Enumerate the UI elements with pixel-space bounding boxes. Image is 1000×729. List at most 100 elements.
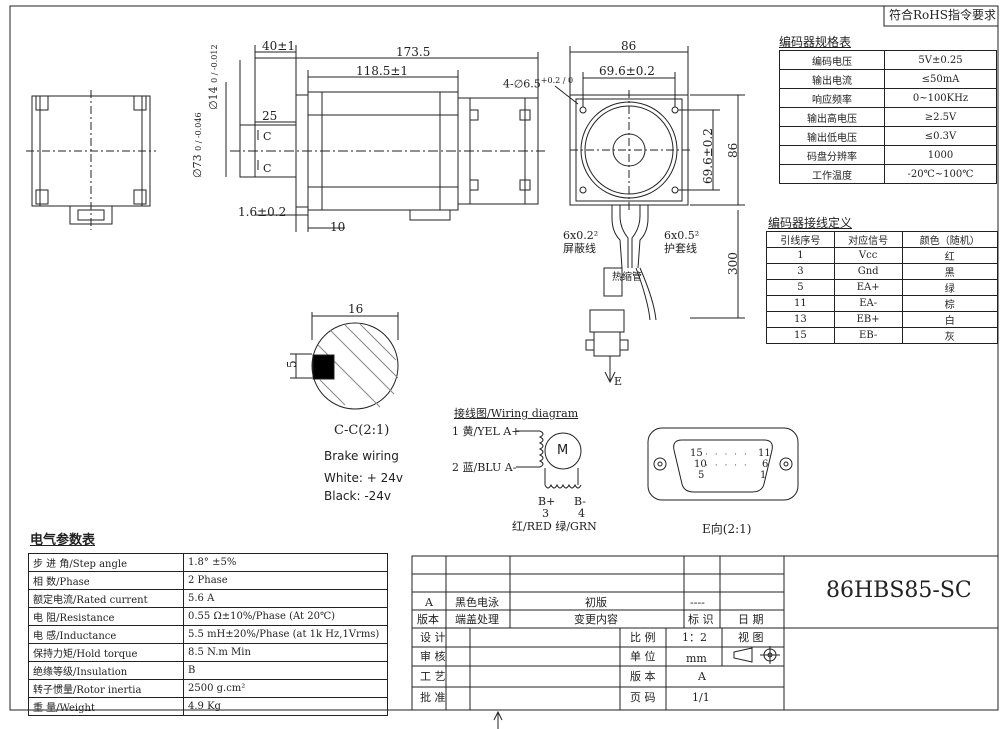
keyway: [312, 354, 335, 380]
motor-symbol: M: [557, 443, 569, 458]
dim-hole-pitch-v: 69.6±0.2: [701, 128, 715, 184]
section-mark-bottom: C: [263, 162, 272, 175]
val-page: 1/1: [692, 691, 710, 704]
front-view: [554, 46, 745, 384]
lbl-unit: 单 位: [630, 650, 656, 663]
pin-dots-2: · · · · ·: [705, 461, 749, 471]
title-block-lines: [411, 555, 999, 711]
enc-spec-title: 编码器规格表: [779, 35, 852, 49]
dim-frame-width: 86: [621, 39, 637, 53]
val-scale: 1：2: [682, 631, 707, 644]
hdr-date: 日 期: [738, 613, 764, 626]
side-view: [225, 45, 545, 232]
wire-b-plus-no: 3: [542, 507, 549, 520]
lbl-ver: 版 本: [630, 670, 656, 683]
view-arrow-e: E: [614, 375, 623, 388]
table-row: 输出低电压≤0.3V: [779, 126, 997, 146]
dim-key-width: 16: [348, 302, 364, 316]
dim-key-depth: 5: [285, 360, 299, 368]
cable-jacket-label: 护套线: [664, 242, 697, 255]
cable-shield-label: 屏蔽线: [563, 242, 596, 255]
dim-total-length: 173.5: [396, 45, 431, 59]
cable-shield-spec: 6x0.2²: [563, 229, 599, 242]
rear-view: [26, 90, 156, 230]
lbl-process: 工 艺: [420, 670, 446, 683]
heat-shrink-label: 热缩管: [612, 272, 642, 283]
cable-jacket-spec: 6x0.5²: [664, 229, 700, 242]
rev-a-change: 初版: [585, 596, 607, 609]
table-row: 输出电流≤50mA: [779, 69, 997, 89]
rev-a-desc: 黑色电泳: [455, 596, 499, 609]
connector-label: E向(2:1): [702, 522, 752, 536]
brake-white: White: + 24v: [324, 471, 403, 485]
dim-frame-height: 86: [726, 142, 740, 158]
table-row: 输出高电压≥2.5V: [779, 107, 997, 127]
wire-a-minus: 2 蓝/BLU A-: [452, 461, 517, 474]
wiring-diagram: [516, 430, 582, 489]
hdr-version: 版本: [417, 613, 439, 626]
pin-dots: · · · · ·: [705, 450, 749, 460]
dim-flange-thickness: 1.6±0.2: [238, 205, 287, 219]
dim-hole-pitch-h: 69.6±0.2: [599, 64, 655, 78]
hdr-version-desc: 端盖处理: [455, 613, 499, 626]
enc-wire-title: 编码器接线定义: [768, 216, 853, 230]
lbl-scale: 比 例: [630, 631, 656, 644]
dim-shaft-diameter: ∅14 0 / -0.012: [207, 44, 220, 110]
wire-b-minus: B-: [574, 495, 587, 508]
model-number: 86HBS85-SC: [826, 578, 972, 603]
section-mark-top: C: [263, 130, 272, 143]
dim-body-length: 118.5±1: [356, 64, 409, 78]
dim-key-length: 25: [262, 109, 278, 123]
table-row: 工作温度-20℃~100℃: [779, 164, 997, 184]
wire-b-colors: 红/RED 绿/GRN: [512, 520, 597, 533]
lbl-review: 审 核: [420, 650, 446, 663]
wiring-title: 接线图/Wiring diagram: [454, 407, 579, 420]
elec-title: 电气参数表: [30, 533, 96, 548]
section-cc: [290, 312, 399, 410]
lbl-view: 视 图: [738, 631, 764, 644]
rev-a-dash: ----: [690, 596, 705, 609]
connector-e-view: [647, 427, 799, 501]
val-ver: A: [698, 670, 706, 683]
wire-b-plus: B+: [538, 495, 556, 508]
brake-black: Black: -24v: [324, 489, 392, 503]
pin-6: 6: [762, 459, 769, 470]
rohs-box: [883, 5, 999, 27]
section-title: C-C(2:1): [334, 423, 390, 438]
wire-a-plus: 1 黄/YEL A+: [452, 425, 521, 438]
dim-boss: 10: [330, 220, 346, 234]
dim-cable-length: 300: [726, 252, 740, 275]
rev-a: A: [425, 596, 433, 609]
dim-shaft-length: 40±1: [262, 39, 295, 53]
lbl-page: 页 码: [630, 691, 656, 704]
wire-b-minus-no: 4: [578, 507, 585, 520]
dim-mounting-holes: 4-∅6.5+0.2 / 0: [503, 76, 574, 91]
pin-1: 1: [760, 470, 767, 481]
lbl-design: 设 计: [420, 631, 446, 644]
pin-11: 11: [758, 448, 771, 459]
pin-5: 5: [698, 470, 705, 481]
table-header: 引线序号对应信号颜色（随机）: [766, 231, 999, 248]
rohs-note: 符合RoHS指令要求: [889, 8, 996, 22]
